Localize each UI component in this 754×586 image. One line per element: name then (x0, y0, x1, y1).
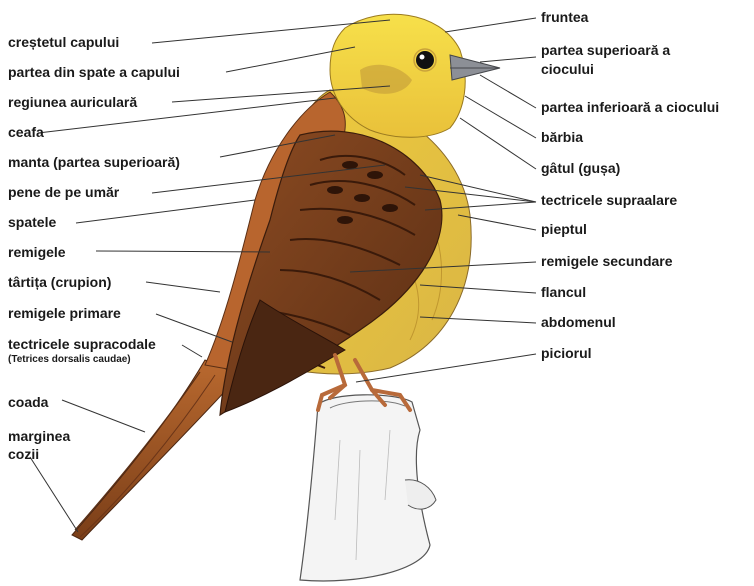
label-tartita: târtița (crupion) (8, 274, 111, 291)
tail-shape (72, 360, 240, 540)
label-ceafa: ceafa (8, 124, 44, 141)
perch-stump (300, 395, 436, 581)
label-pieptul: pieptul (541, 221, 587, 238)
label-pene-de-pe-umar: pene de pe umăr (8, 184, 119, 201)
label-remigele-secundare: remigele secundare (541, 253, 673, 270)
label-abdomenul: abdomenul (541, 314, 616, 331)
label-remigele-primare: remigele primare (8, 305, 121, 322)
label-spatele: spatele (8, 214, 56, 231)
label-remigele: remigele (8, 244, 66, 261)
label-marginea-line2: cozii (8, 446, 39, 463)
label-cioc-inferior: partea inferioară a ciocului (541, 99, 719, 116)
label-cioc-superior-line2: ciocului (541, 61, 594, 78)
label-barbia: bărbia (541, 129, 583, 146)
label-crestetul-capului: creștetul capului (8, 34, 119, 51)
label-piciorul: piciorul (541, 345, 592, 362)
label-flancul: flancul (541, 284, 586, 301)
label-marginea-line1: marginea (8, 428, 70, 445)
beak-shape (450, 55, 500, 80)
label-gatul: gâtul (gușa) (541, 160, 620, 177)
label-tectricele-supracodale-latin: (Tetrices dorsalis caudae) (8, 354, 131, 366)
label-tectricele-supraalare: tectricele supraalare (541, 192, 677, 209)
label-cioc-superior-line1: partea superioară a (541, 42, 670, 59)
label-regiunea-auriculara: regiunea auriculară (8, 94, 137, 111)
label-manta: manta (partea superioară) (8, 154, 180, 171)
label-coada: coada (8, 394, 48, 411)
label-partea-din-spate-a-capului: partea din spate a capului (8, 64, 180, 81)
label-fruntea: fruntea (541, 9, 588, 26)
label-tectricele-supracodale: tectricele supracodale (8, 336, 156, 353)
